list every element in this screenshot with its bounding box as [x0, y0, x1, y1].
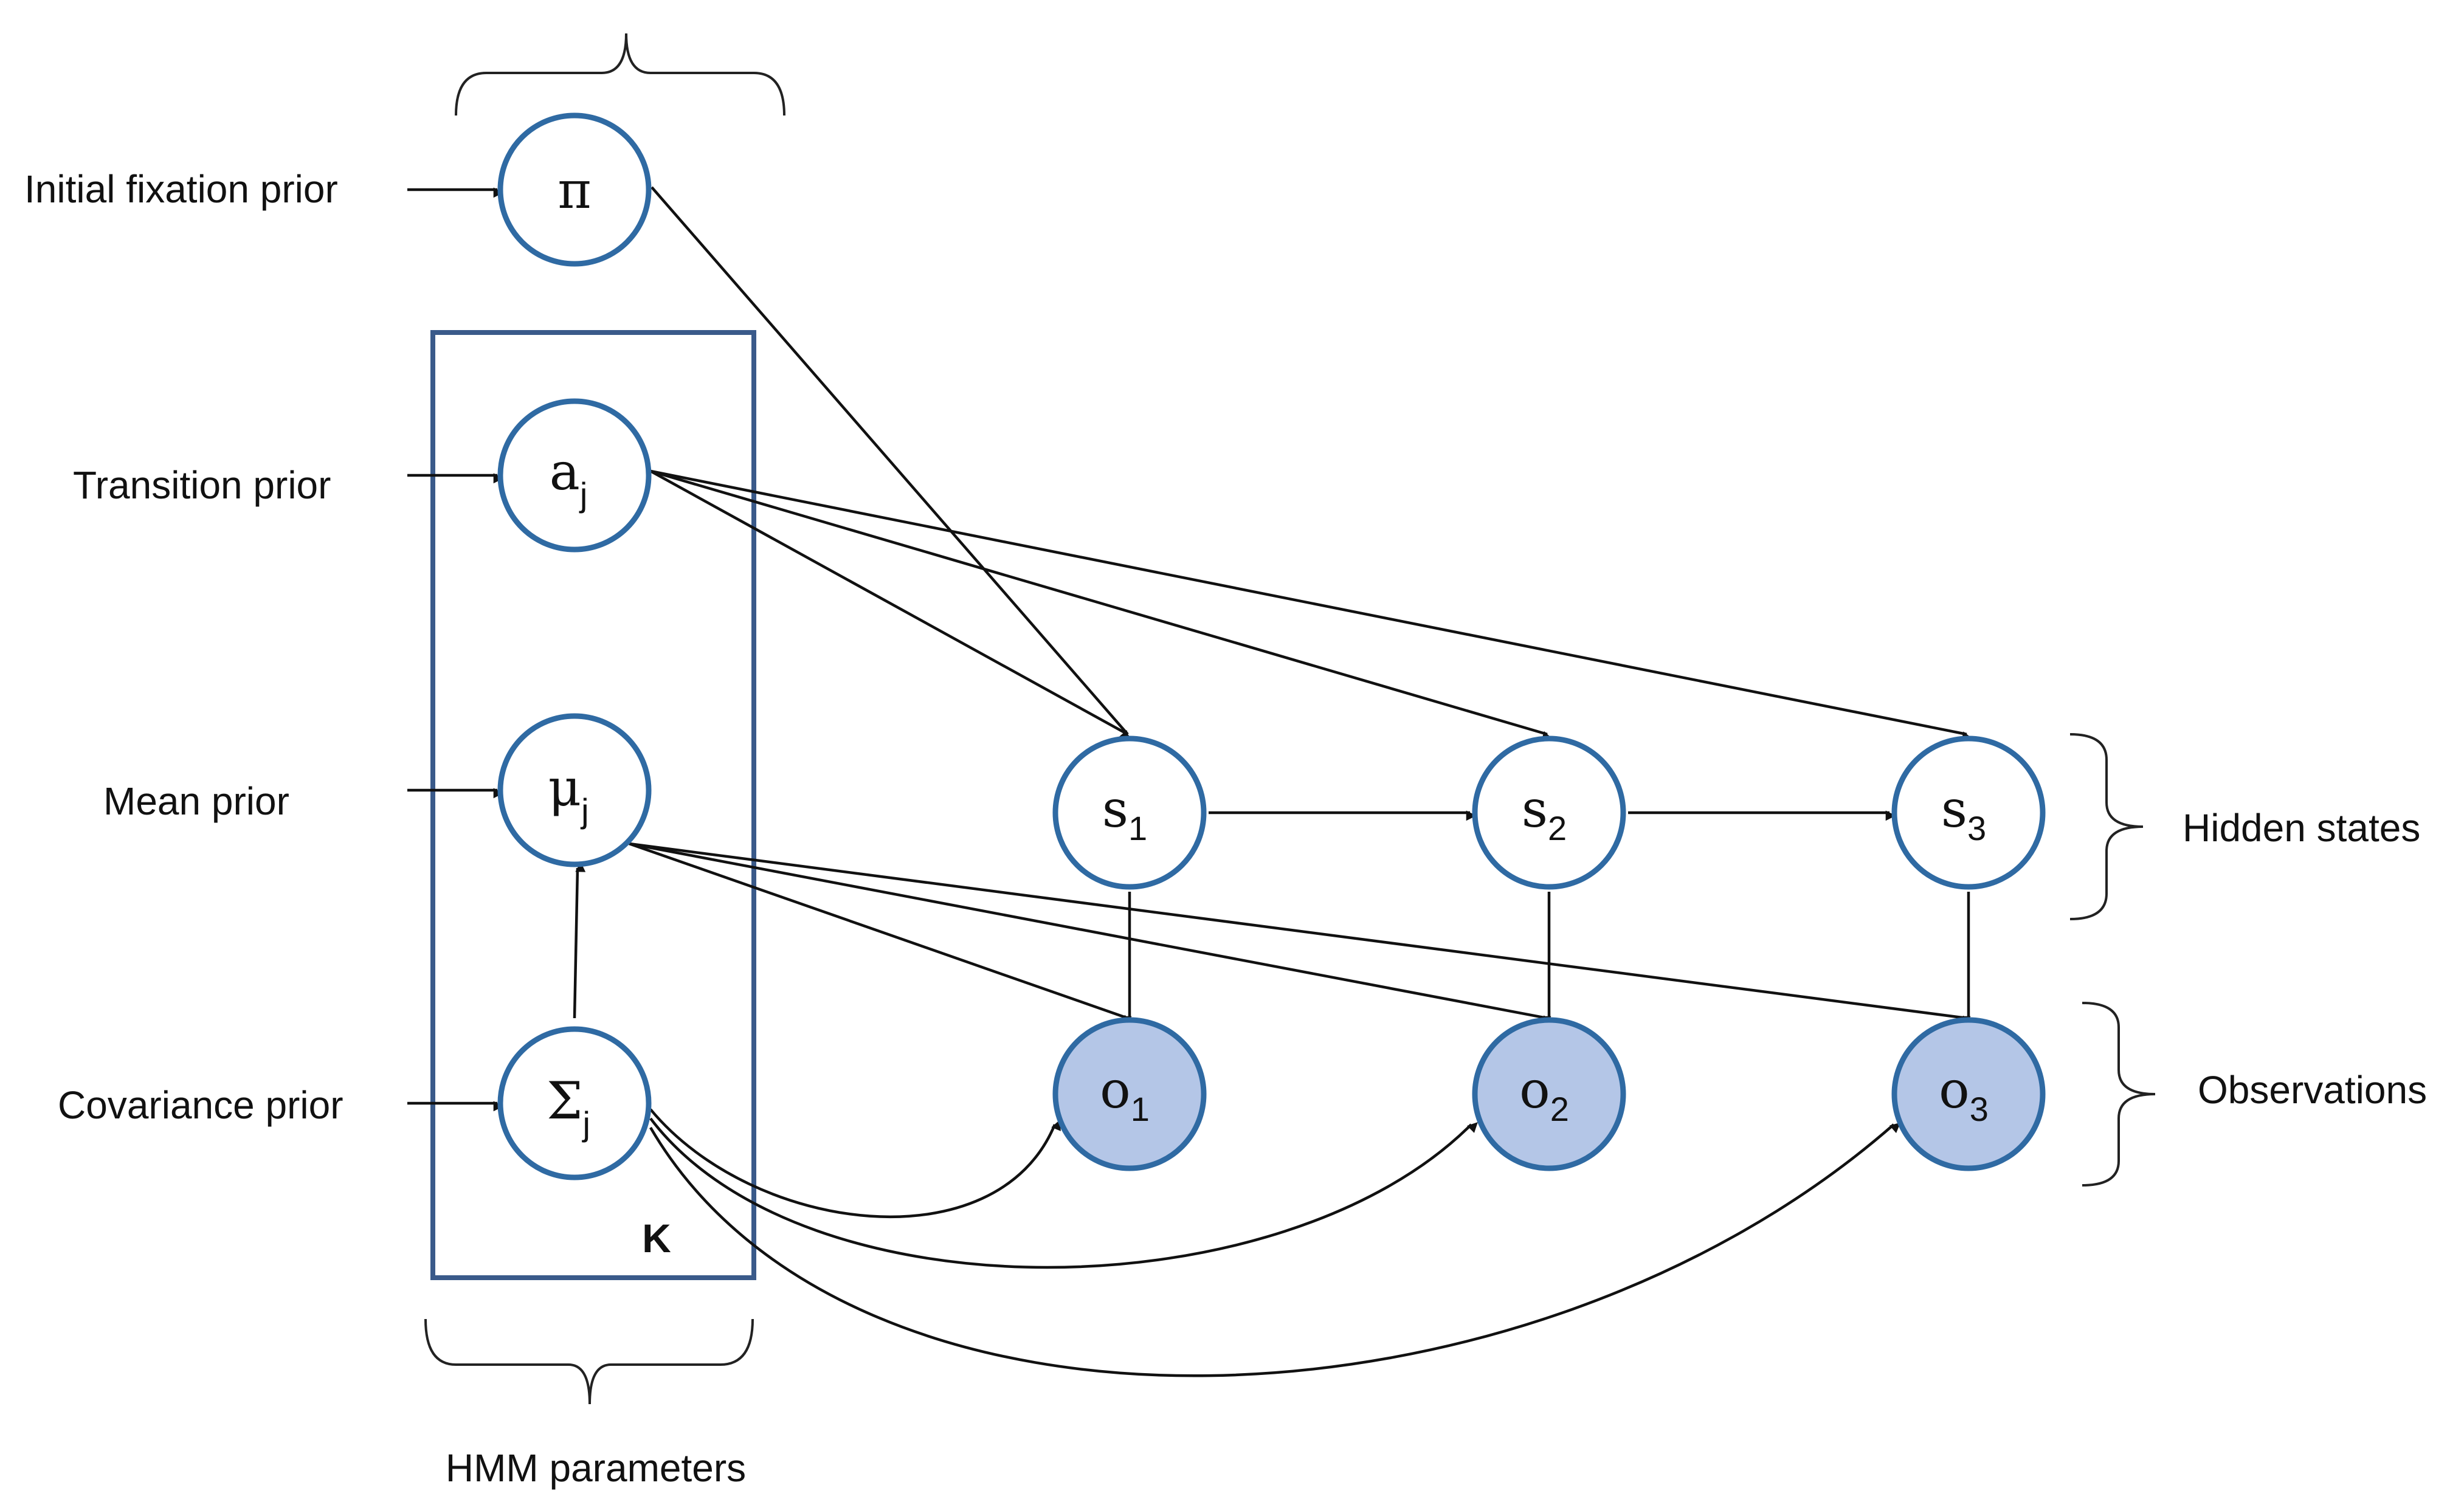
node-s1: s1 [1052, 735, 1207, 890]
edge-sigma-o1 [649, 1108, 1061, 1219]
svg-text:o2: o2 [1519, 1060, 1569, 1128]
label-covariance-prior: Covariance prior [58, 1083, 343, 1127]
svg-text:s3: s3 [1941, 779, 1986, 847]
node-mu: μj [497, 713, 652, 867]
node-o3: o3 [1891, 1017, 2046, 1171]
edge-a-s2 [650, 469, 1553, 741]
svg-text:μj: μj [548, 758, 588, 830]
node-sigma: Σj [497, 1026, 652, 1180]
edge-sigma-mu [573, 861, 586, 1019]
svg-text:s2: s2 [1522, 779, 1567, 847]
node-o2: o2 [1472, 1017, 1626, 1171]
edge-sigma-o3 [649, 1122, 1901, 1377]
label-mean-prior: Mean prior [103, 779, 289, 823]
svg-text:o3: o3 [1939, 1060, 1989, 1128]
top-brace [455, 33, 785, 116]
edge-mu-o2 [629, 842, 1553, 1025]
svg-text:Σj: Σj [547, 1071, 590, 1143]
plate-k [430, 330, 756, 1280]
node-a: aj [497, 398, 652, 553]
svg-text:aj: aj [550, 442, 588, 514]
edge-a-s1 [649, 470, 1132, 740]
svg-text:o1: o1 [1100, 1060, 1150, 1128]
label-hidden-states: Hidden states [2183, 806, 2420, 850]
bottom-brace [424, 1318, 754, 1405]
edge-mu-o1 [629, 842, 1133, 1025]
edge-a-s3 [650, 469, 1973, 742]
edge-pi-s1 [651, 186, 1130, 742]
edge-sigma-o2 [649, 1117, 1478, 1269]
label-observations: Observations [2198, 1068, 2427, 1112]
svg-text:π: π [557, 160, 591, 220]
node-s3: s3 [1891, 735, 2046, 890]
label-initial-fixation-prior: Initial fixation prior [24, 167, 338, 211]
node-pi: π [497, 112, 652, 267]
node-o1: o1 [1052, 1017, 1207, 1171]
label-transition-prior: Transition prior [73, 463, 331, 507]
svg-text:s1: s1 [1102, 779, 1147, 847]
label-hmm-parameters: HMM parameters [446, 1446, 746, 1490]
hidden-states-brace [2069, 733, 2144, 920]
edge-mu-o3 [629, 842, 1973, 1026]
observations-brace [2082, 1002, 2156, 1187]
node-s2: s2 [1472, 735, 1626, 890]
plate-k-label: K [642, 1216, 671, 1261]
